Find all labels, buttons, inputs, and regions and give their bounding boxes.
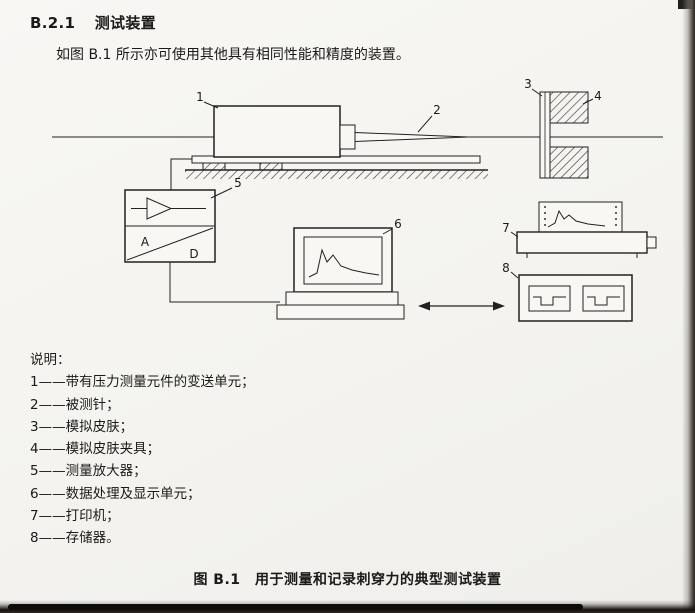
callout-3: 3 — [524, 77, 532, 91]
callout-5: 5 — [234, 176, 242, 190]
scan-edge-bottom — [0, 600, 695, 613]
needle — [354, 131, 469, 143]
ad-label-d: D — [189, 247, 198, 261]
rail-foot-left — [202, 162, 226, 171]
keyboard-upper — [285, 291, 399, 306]
section-number: B.2.1 — [30, 14, 76, 32]
legend-title: 说明： — [30, 352, 71, 368]
skin-fixture-top — [549, 91, 589, 124]
legend-item-6: 6——数据处理及显示单元； — [30, 485, 201, 502]
figure-legend: 说明： 1——带有压力测量元件的变送单元； 2——被测针； 3——模拟皮肤； 4… — [30, 349, 255, 550]
storage-cell-left — [528, 285, 571, 312]
simulated-skin-assembly — [539, 91, 589, 179]
skin-fixture-bottom — [549, 146, 589, 179]
transducer-unit — [191, 105, 481, 171]
rail-foot-right — [259, 162, 283, 171]
computer-unit — [276, 227, 405, 320]
callout-8: 8 — [502, 261, 510, 275]
callout-6: 6 — [394, 217, 402, 231]
paper-feed-dots — [544, 206, 617, 226]
figure-caption: 图 B.1 用于测量和记录刺穿力的典型测试装置 — [193, 572, 502, 588]
legend-item-5: 5——测量放大器； — [30, 463, 147, 480]
ground-base — [185, 169, 488, 179]
legend-item-4: 4——模拟皮肤夹具； — [30, 441, 161, 458]
scan-edge-right — [682, 0, 695, 613]
needle-hub — [339, 124, 356, 150]
amplifier-unit — [124, 189, 216, 263]
paper-waveform — [547, 209, 606, 228]
storage-symbol-left — [533, 296, 566, 306]
legend-item-3: 3——模拟皮肤； — [30, 418, 134, 435]
keyboard-lower — [276, 304, 405, 320]
intro-paragraph: 如图 B.1 所示亦可使用其他具有相同性能和精度的装置。 — [56, 47, 410, 63]
transducer-body — [213, 105, 341, 158]
screen-waveform — [308, 248, 380, 278]
legend-item-7: 7——打印机； — [30, 508, 120, 525]
printer-paper — [538, 201, 623, 233]
legend-item-2: 2——被测针； — [30, 396, 120, 413]
amplifier-triangle-icon — [146, 197, 173, 220]
legend-item-8: 8——存储器。 — [30, 530, 120, 547]
callout-1: 1 — [196, 90, 204, 104]
signal-connections — [169, 158, 280, 303]
ad-converter-diagonal — [126, 227, 214, 261]
callout-7: 7 — [502, 221, 510, 235]
section-title: 测试装置 — [94, 14, 156, 32]
printer-unit — [516, 201, 657, 258]
printer-knob — [646, 236, 657, 249]
computer-screen — [303, 236, 383, 285]
storage-cell-right — [582, 285, 625, 312]
callout-leaders — [203, 88, 594, 279]
section-heading: B.2.1 测试装置 — [30, 12, 156, 33]
storage-unit — [518, 274, 633, 322]
ad-label-a: A — [141, 235, 150, 249]
figure-diagram: A D — [52, 77, 663, 322]
printer-body — [516, 231, 648, 254]
callout-2: 2 — [433, 103, 441, 117]
callout-4: 4 — [594, 89, 602, 103]
bidirectional-arrow — [418, 301, 505, 311]
storage-symbol-right — [587, 296, 620, 306]
legend-item-1: 1——带有压力测量元件的变送单元； — [30, 374, 255, 391]
